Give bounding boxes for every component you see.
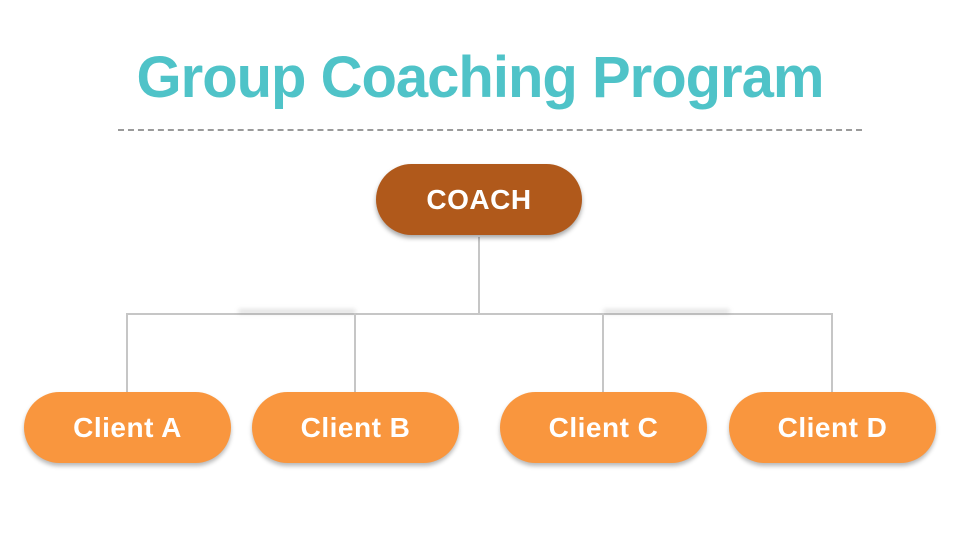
- org-node-client-a: Client A: [24, 392, 231, 463]
- org-node-client-c: Client C: [500, 392, 707, 463]
- org-node-client-d: Client D: [729, 392, 936, 463]
- org-node-client-c-label: Client C: [548, 411, 659, 443]
- connector-horizontal-rail: [126, 313, 833, 315]
- org-node-client-a-label: Client A: [73, 411, 182, 443]
- connector-drop-client-a: [126, 313, 128, 393]
- connector-drop-client-c: [602, 313, 604, 393]
- connector-drop-client-d: [831, 313, 833, 393]
- connector-drop-client-b: [354, 313, 356, 393]
- org-node-coach: COACH: [376, 164, 582, 235]
- org-node-client-d-label: Client D: [777, 411, 888, 443]
- connector-coach-drop: [478, 237, 480, 314]
- org-node-client-b: Client B: [252, 392, 459, 463]
- org-node-coach-label: COACH: [426, 183, 532, 215]
- dashed-divider: [118, 129, 862, 131]
- page-title: Group Coaching Program: [136, 45, 825, 110]
- org-node-client-b-label: Client B: [300, 411, 411, 443]
- connector-shadow-right: [603, 309, 730, 314]
- connector-shadow-left: [238, 309, 356, 314]
